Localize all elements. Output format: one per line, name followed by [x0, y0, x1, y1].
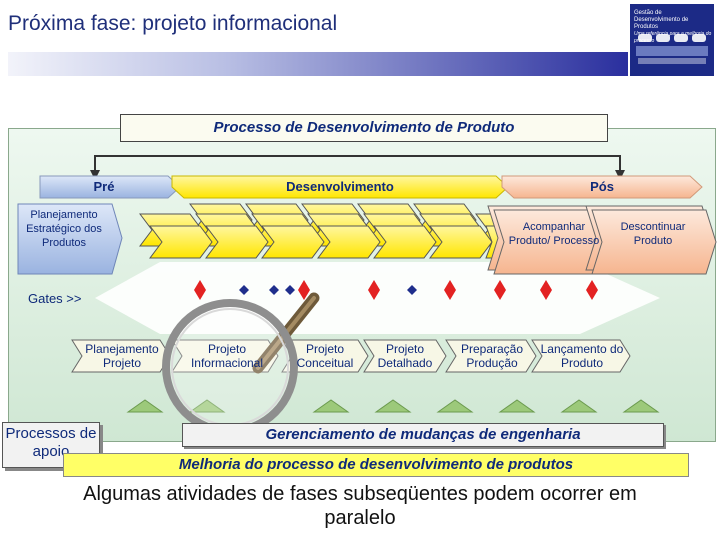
phase-arrow: [531, 339, 631, 373]
support-triangle-icon: [312, 399, 350, 413]
development-activity-stack: [139, 203, 513, 259]
phase-label-planejamento: Planejamento Projeto: [85, 342, 159, 370]
support-triangle-icon: [436, 399, 474, 413]
gate-icon: [586, 280, 598, 300]
support-triangle-icon: [374, 399, 412, 413]
title-underline-bar: [8, 52, 628, 76]
gate-icon: [444, 280, 456, 300]
process-title: Processo de Desenvolvimento de Produto: [120, 114, 608, 142]
pre-activity-label: Planejamento Estratégico dos Produtos: [26, 209, 102, 249]
phase-arrows: [71, 339, 631, 373]
pos-accompany-label: Acompanhar Produto/ Processo: [508, 221, 600, 247]
support-triangle-icon: [126, 399, 164, 413]
macrophase-pre: [39, 175, 181, 199]
gate-icon: [494, 280, 506, 300]
phase-arrow: [71, 339, 171, 373]
gate-icon: [368, 280, 380, 300]
page-title: Próxima fase: projeto informacional: [8, 12, 338, 35]
milestone-icon: [285, 285, 295, 295]
macrophase-pos-label: Pós: [590, 179, 614, 194]
support-triangle-icon: [188, 399, 226, 413]
macrophase-pos: [501, 175, 703, 199]
footer-text: Algumas atividades de fases subseqüentes…: [83, 483, 637, 529]
phase-arrow: [445, 339, 537, 373]
gates-label: Gates >>: [28, 291, 82, 306]
development-funnel-band: [95, 262, 660, 334]
pos-activity-accompany-shape: [487, 205, 613, 275]
feedback-arrow-left-icon: [90, 170, 100, 180]
macrophase-development-label: Desenvolvimento: [286, 179, 394, 194]
support-triangle-icon: [622, 399, 660, 413]
improvement-bar: Melhoria do processo de desenvolvimento …: [63, 453, 689, 477]
gate-icon: [194, 280, 206, 300]
support-triangle-icon: [560, 399, 598, 413]
feedback-arrow-right-icon: [615, 170, 625, 180]
support-triangles: [126, 399, 660, 413]
phase-label-conceitual: Projeto Conceitual: [296, 342, 354, 370]
phase-label-informacional: Projeto Informacional: [190, 342, 264, 370]
feedback-loop-line: [94, 155, 621, 174]
macrophase-development: [171, 175, 509, 199]
support-triangle-icon: [498, 399, 536, 413]
gate-markers: [194, 280, 598, 300]
milestone-icon: [239, 285, 249, 295]
support-processes-box: Processos de apoio: [2, 422, 100, 468]
pos-activity-discontinue-shape: [585, 205, 717, 275]
phase-arrow: [171, 339, 279, 373]
logo-graphic-icon: [636, 34, 708, 64]
pos-discontinue-label: Descontinuar Produto: [620, 221, 686, 247]
phase-label-preparacao: Preparação Produção: [460, 342, 524, 370]
milestone-icon: [269, 285, 279, 295]
logo: Gestão de Desenvolvimento de Produtos Um…: [630, 4, 714, 76]
macrophase-pre-label: Pré: [93, 179, 115, 194]
phase-arrow: [363, 339, 447, 373]
pre-activity-shape: [17, 203, 123, 275]
milestone-icon: [407, 285, 417, 295]
phase-label-detalhado: Projeto Detalhado: [377, 342, 433, 370]
gate-icon: [540, 280, 552, 300]
phase-label-lancamento: Lançamento do Produto: [540, 342, 624, 370]
engineering-change-bar: Gerenciamento de mudanças de engenharia: [182, 423, 664, 447]
gate-icon: [298, 280, 310, 300]
